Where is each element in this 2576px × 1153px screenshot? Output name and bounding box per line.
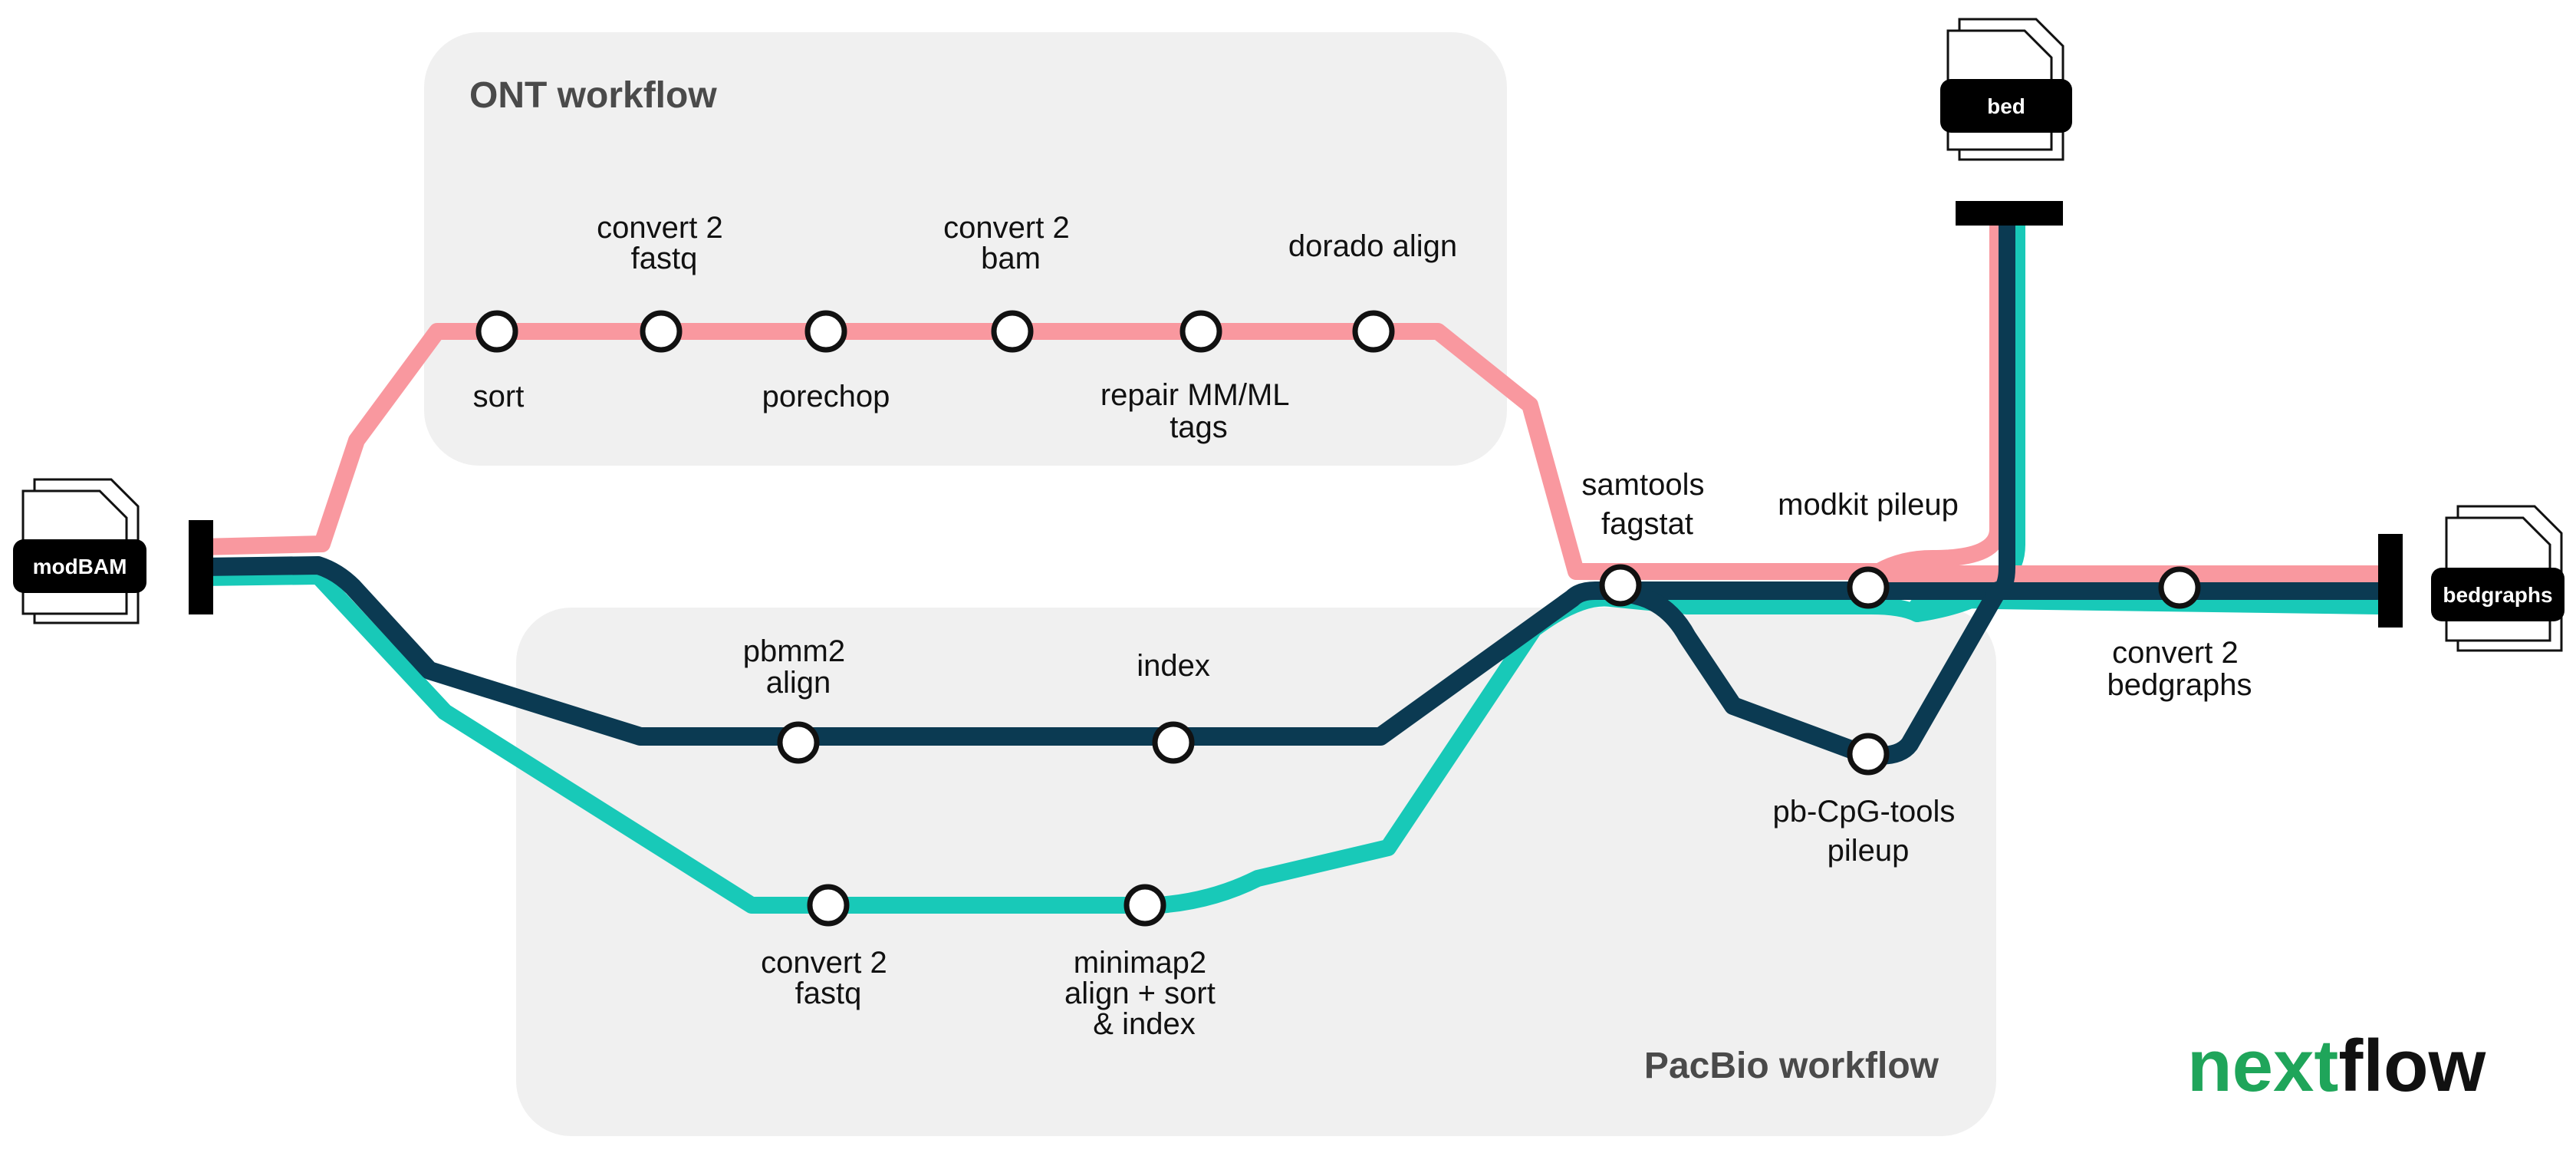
label-repair-tags: repair MM/ML tags (1100, 378, 1297, 444)
step-nodes (475, 310, 2201, 927)
pbmm2-line (192, 556, 2018, 746)
node-convert-bedgraphs[interactable] (2158, 566, 2201, 609)
node-convert-bam[interactable] (991, 310, 1034, 353)
bed-terminal-bar (1956, 201, 2063, 226)
ont-line (192, 214, 2006, 580)
label-pbmm2: pbmm2 align (743, 634, 854, 700)
bed-branch-pbmm2 (1985, 214, 2015, 603)
node-convert-fastq-ont[interactable] (640, 310, 683, 353)
bed-file-label: bed (1987, 94, 2025, 118)
nextflow-logo: nextflow (2187, 1025, 2486, 1107)
label-pbcpg: pb-CpG-tools pileup (1773, 795, 1964, 868)
bed-file-icon: bed (1940, 18, 2072, 161)
label-convert-bam: convert 2 bam (943, 211, 1078, 275)
node-convert-fastq-pb[interactable] (807, 884, 850, 927)
bedgraphs-file-label: bedgraphs (2443, 583, 2552, 607)
label-samtools: samtools fagstat (1581, 468, 1712, 541)
label-convert-fastq-ont: convert 2 fastq (597, 211, 732, 275)
node-pbcpg[interactable] (1847, 733, 1890, 776)
node-samtools[interactable] (1599, 564, 1642, 607)
node-repair-tags[interactable] (1179, 310, 1222, 353)
logo-flow: flow (2338, 1025, 2486, 1107)
label-convert-bedgraphs: convert 2 bedgraphs (2107, 636, 2252, 702)
label-index: index (1137, 649, 1210, 683)
node-dorado-align[interactable] (1352, 310, 1395, 353)
label-sort: sort (473, 380, 525, 413)
label-minimap2: minimap2 align + sort & index (1064, 946, 1224, 1041)
node-minimap2[interactable] (1124, 884, 1166, 927)
node-modkit[interactable] (1847, 566, 1890, 609)
node-porechop[interactable] (804, 310, 847, 353)
node-pbmm2[interactable] (777, 721, 820, 764)
pbcpg-loop (1609, 581, 2007, 765)
output-terminal-bar (2378, 534, 2403, 628)
node-index[interactable] (1152, 721, 1195, 764)
label-modkit: modkit pileup (1778, 488, 1959, 522)
svg-text:nextflow: nextflow (2187, 1025, 2486, 1107)
bedgraphs-file-icon: bedgraphs (2431, 505, 2564, 652)
ont-workflow-region (424, 32, 1507, 466)
label-dorado-align: dorado align (1288, 229, 1457, 263)
input-terminal-bar (189, 520, 213, 614)
logo-next: next (2187, 1025, 2338, 1107)
ont-workflow-title: ONT workflow (469, 75, 717, 116)
pacbio-workflow-title: PacBio workflow (1644, 1046, 1939, 1086)
label-convert-fastq-pb: convert 2 fastq (761, 946, 896, 1010)
modbam-file-icon: modBAM (13, 478, 146, 624)
label-porechop: porechop (762, 380, 890, 413)
node-sort[interactable] (475, 310, 518, 353)
modbam-file-label: modBAM (33, 555, 127, 578)
